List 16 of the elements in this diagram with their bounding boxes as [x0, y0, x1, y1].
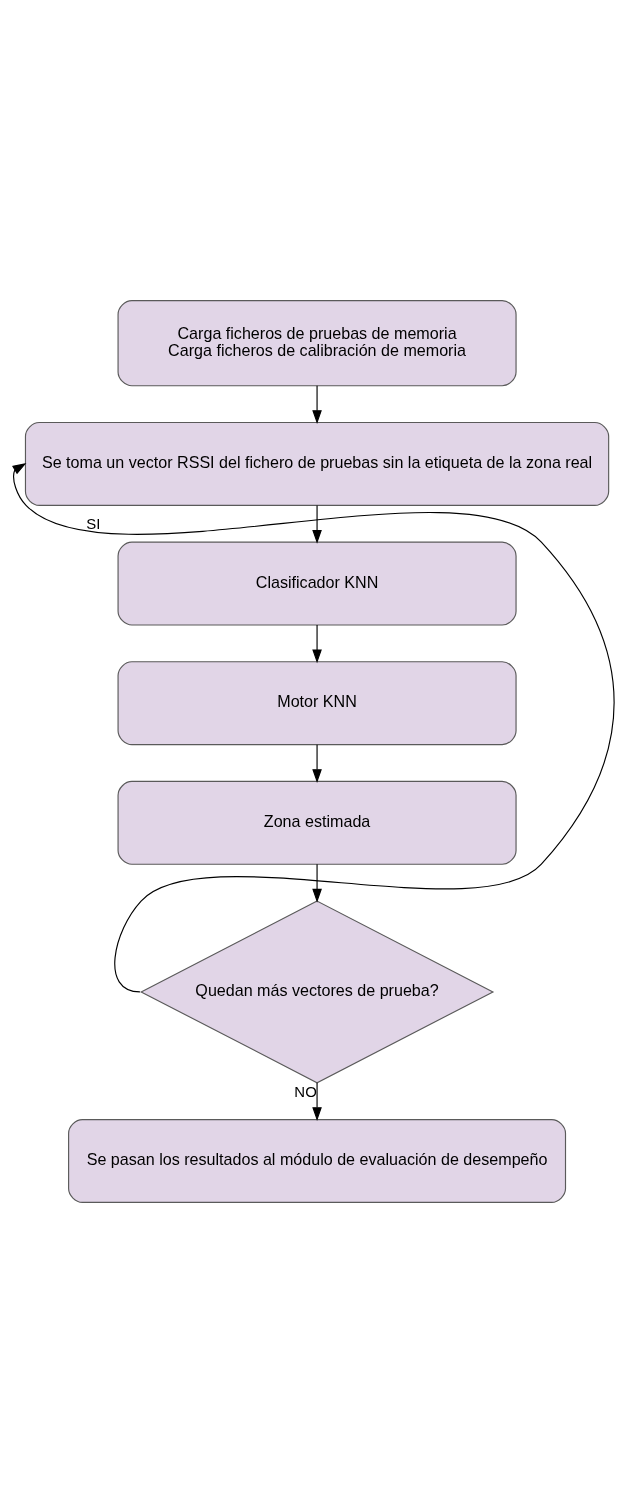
- node-box: Carga ficheros de pruebas de memoria Carga ficheros de calibración de memoria: [117, 299, 517, 386]
- node-box: Zona estimada: [117, 780, 517, 865]
- node-box: Se toma un vector RSSI del fichero de pruebas sin la etiqueta de la zona real: [24, 421, 610, 506]
- edge-label: NO: [294, 1082, 317, 1100]
- arrow: [312, 1081, 322, 1121]
- node-box: Se pasan los resultados al módulo de evaluación de desempeño: [68, 1118, 567, 1203]
- arrow: [312, 624, 322, 663]
- arrow: [312, 743, 322, 783]
- node-box: Motor KNN: [117, 660, 517, 745]
- arrow: [312, 504, 322, 544]
- arrow: [312, 384, 322, 424]
- arrow: [312, 863, 322, 903]
- node-box: Clasificador KNN: [117, 541, 517, 626]
- arrow: [12, 462, 615, 992]
- edge-label: SI: [86, 514, 101, 532]
- node-diamond: Quedan más vectores de prueba?: [139, 899, 495, 1083]
